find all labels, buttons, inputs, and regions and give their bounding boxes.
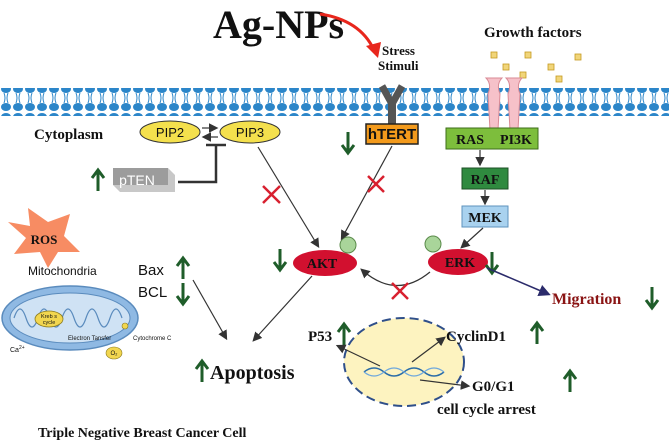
ros-star [8, 208, 80, 268]
pten-up-arrow [90, 167, 106, 191]
erk-to-akt-arrow [360, 268, 431, 287]
pip3-label: PIP3 [236, 125, 264, 140]
bcl-label: BCL [138, 284, 167, 301]
mitochondria-label: Mitochondria [28, 264, 97, 278]
ros-label: ROS [31, 232, 58, 247]
bax-label: Bax [138, 262, 164, 279]
raf-label: RAF [471, 173, 500, 188]
nucleus-to-cyclind1-arrow [411, 336, 446, 363]
krebs-line2: cycle [43, 320, 56, 326]
stimuli-label: Stimuli [378, 58, 419, 73]
pten-label: pTEN [119, 172, 155, 188]
pip2-node [139, 120, 201, 144]
krebs-cycle-node [34, 310, 64, 328]
cyclind1-up-arrow [529, 320, 545, 344]
cytoplasm-label: Cytoplasm [34, 127, 104, 143]
dna-strand-2 [363, 367, 445, 377]
cyclind1-label: CyclinD1 [446, 329, 506, 345]
akt-to-apoptosis-arrow [252, 275, 313, 342]
apoptosis-label: Apoptosis [210, 362, 295, 384]
erk-node [428, 249, 488, 275]
p53-up-arrow [336, 321, 352, 345]
cell-membrane [0, 88, 669, 116]
stress-label: Stress [382, 43, 415, 58]
nucleus-to-p53-arrow [335, 344, 381, 367]
growth-factors-label: Growth factors [484, 25, 582, 41]
g0g1-label: G0/G1 [472, 379, 515, 395]
mitochondria-inner [9, 292, 131, 344]
mek-node [461, 205, 509, 228]
footer-caption: Triple Negative Breast Cancer Cell [38, 426, 247, 441]
migration-down-arrow [644, 287, 660, 311]
akt-phospho [339, 236, 357, 254]
o2-node [105, 346, 123, 360]
electron-transfer-label: Electron Tansfer [68, 336, 111, 342]
o2-label: O₂ [111, 351, 119, 357]
stress-receptor [378, 84, 406, 124]
pip3-node [219, 120, 281, 144]
akt-node [293, 250, 357, 276]
pten-node [113, 168, 175, 192]
erk-to-migration-arrow [486, 267, 551, 296]
bax-bcl-to-apoptosis-arrow [192, 279, 228, 341]
inhibit-cross-htert-akt [367, 175, 385, 193]
ag-nps-arrowhead [366, 42, 381, 58]
mek-to-erk-arrow [460, 227, 484, 249]
erk-label: ERK [445, 256, 475, 271]
pi3k-label: PI3K [500, 133, 532, 148]
raf-node [461, 167, 509, 190]
pten-inhibit-line [178, 145, 218, 184]
cytochrome-c-dot [121, 322, 129, 330]
krebs-line1: Kreb s [41, 314, 57, 320]
migration-label: Migration [552, 291, 621, 308]
ras-label: RAS [456, 133, 484, 148]
ca-label: Ca2+ [10, 345, 25, 354]
mitochondria-cristae [13, 308, 123, 328]
p53-label: P53 [308, 329, 332, 345]
nucleus-to-g0g1-arrow [419, 379, 471, 390]
apoptosis-up-arrow [194, 358, 210, 382]
inhibit-cross-pip3-akt [262, 185, 281, 204]
nucleus [343, 317, 465, 407]
htert-down-arrow [340, 132, 356, 156]
htert-to-akt-arrow [340, 145, 393, 241]
htert-label: hTERT [368, 126, 416, 143]
mek-label: MEK [468, 211, 502, 226]
g0g1-up-arrow [562, 368, 578, 392]
bcl-down-arrow [175, 283, 191, 307]
inhibit-cross-erk-akt [391, 282, 409, 300]
ras-pi3k-node [445, 127, 539, 150]
pip3-to-akt-arrow [257, 146, 320, 249]
cytochrome-c-label: Cytochrome C [133, 336, 172, 342]
cell-cycle-arrest-label: cell cycle arrest [437, 402, 536, 418]
bax-up-arrow [175, 255, 191, 279]
htert-node [365, 123, 419, 145]
growth-factor-dots [490, 51, 582, 83]
title-ag-nps: Ag-NPs [213, 2, 344, 47]
erk-phospho [424, 235, 442, 253]
akt-down-arrow [272, 249, 288, 273]
pip2-label: PIP2 [156, 125, 184, 140]
akt-label: AKT [307, 257, 338, 272]
